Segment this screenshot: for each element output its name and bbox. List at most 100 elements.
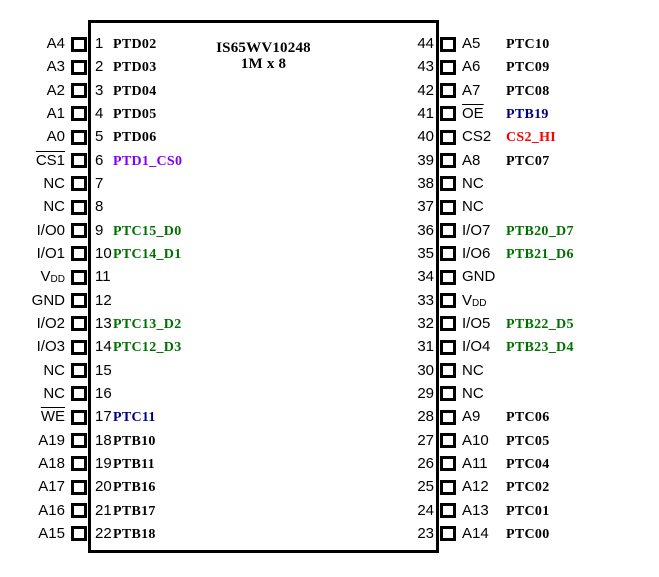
pin-box bbox=[71, 526, 87, 542]
pin-number: 26 bbox=[417, 454, 434, 472]
pin-function-label: PTB20_D7 bbox=[506, 223, 574, 239]
pin-name: A6 bbox=[462, 58, 481, 76]
pin-number: 27 bbox=[417, 431, 434, 449]
pin-number: 11 bbox=[95, 268, 111, 286]
pin-name: A16 bbox=[38, 501, 65, 519]
pin-number: 21 bbox=[95, 501, 112, 519]
pin-box bbox=[71, 199, 87, 215]
pin-number: 10 bbox=[95, 244, 112, 262]
pin-box bbox=[440, 83, 456, 99]
pin-name: A5 bbox=[462, 35, 481, 52]
pin-name: I/O0 bbox=[36, 221, 65, 239]
pin-function-label: PTC02 bbox=[506, 480, 550, 496]
pin-box bbox=[440, 503, 456, 519]
pin-function-label: PTC08 bbox=[506, 83, 550, 99]
pin-name: A13 bbox=[462, 501, 489, 519]
pin-number: 2 bbox=[95, 58, 104, 76]
pin-box bbox=[440, 339, 456, 355]
pin-box bbox=[440, 36, 456, 52]
pin-name: I/O6 bbox=[462, 244, 491, 262]
pin-box bbox=[71, 456, 87, 472]
pin-box bbox=[71, 479, 87, 495]
pin-function-label: PTC06 bbox=[506, 410, 550, 426]
pin-number: 25 bbox=[417, 478, 434, 496]
pin-name: A4 bbox=[46, 35, 65, 52]
pin-number: 13 bbox=[95, 314, 112, 332]
pin-number: 31 bbox=[417, 338, 434, 356]
pin-function-label: PTC10 bbox=[506, 37, 550, 52]
pin-box bbox=[71, 503, 87, 519]
pin-number: 15 bbox=[95, 361, 112, 379]
pin-name: NC bbox=[462, 384, 484, 402]
pin-box bbox=[71, 176, 87, 192]
pin-box bbox=[71, 409, 87, 425]
pin-box bbox=[71, 59, 87, 75]
pin-number: 40 bbox=[417, 128, 434, 146]
pin-box bbox=[440, 409, 456, 425]
pin-name: A9 bbox=[462, 408, 481, 426]
pin-function-label: PTC13_D2 bbox=[113, 316, 182, 332]
pin-box bbox=[71, 153, 87, 169]
pin-function-label: PTB22_D5 bbox=[506, 316, 574, 332]
pin-box bbox=[440, 59, 456, 75]
pin-box bbox=[440, 386, 456, 402]
pin-number: 7 bbox=[95, 174, 104, 192]
pin-number: 24 bbox=[417, 501, 434, 519]
pin-box bbox=[440, 223, 456, 239]
pin-box bbox=[440, 479, 456, 495]
pin-function-label: PTC11 bbox=[113, 410, 156, 426]
pin-name: A14 bbox=[462, 524, 489, 542]
pin-box bbox=[440, 456, 456, 472]
pin-number: 28 bbox=[417, 408, 434, 426]
pin-number: 9 bbox=[95, 221, 104, 239]
pin-function-label: PTB17 bbox=[113, 503, 156, 519]
pin-function-label: PTD05 bbox=[113, 106, 157, 122]
pin-name: GND bbox=[31, 291, 65, 309]
pin-function-label: PTC01 bbox=[506, 503, 550, 519]
pin-function-label: PTB19 bbox=[506, 106, 549, 122]
chip-part-number: IS65WV10248 bbox=[216, 40, 311, 56]
pin-name: A17 bbox=[38, 478, 65, 496]
pin-number: 20 bbox=[95, 478, 112, 496]
pin-box bbox=[71, 106, 87, 122]
pin-number: 6 bbox=[95, 151, 104, 169]
pin-name: NC bbox=[462, 198, 484, 216]
pin-function-label: PTD06 bbox=[113, 130, 157, 146]
pin-number: 18 bbox=[95, 431, 112, 449]
pin-name: A2 bbox=[46, 81, 65, 99]
pin-number: 16 bbox=[95, 384, 112, 402]
pin-function-label: PTD03 bbox=[113, 60, 157, 76]
pin-box bbox=[440, 176, 456, 192]
pin-number: 4 bbox=[95, 104, 104, 122]
pin-name: NC bbox=[462, 174, 484, 192]
pin-name: A8 bbox=[462, 151, 481, 169]
pin-number: 8 bbox=[95, 198, 104, 216]
pin-name: OE bbox=[462, 104, 484, 122]
pin-box bbox=[440, 433, 456, 449]
pin-box bbox=[440, 129, 456, 145]
pin-box bbox=[440, 293, 456, 309]
pin-box bbox=[71, 246, 87, 262]
pin-number: 17 bbox=[95, 408, 112, 426]
pin-number: 38 bbox=[417, 174, 434, 192]
pin-number: 29 bbox=[417, 384, 434, 402]
pin-function-label: PTC12_D3 bbox=[113, 340, 182, 356]
pin-name: CS2 bbox=[462, 128, 492, 146]
pin-name: I/O5 bbox=[462, 314, 491, 332]
pin-name: A10 bbox=[462, 431, 489, 449]
pin-number: 41 bbox=[417, 104, 434, 122]
pin-name: GND bbox=[462, 268, 496, 286]
pin-box bbox=[440, 269, 456, 285]
pin-name: I/O3 bbox=[36, 338, 65, 356]
pin-number: 14 bbox=[95, 338, 112, 356]
pin-name: VDD bbox=[40, 268, 65, 286]
pin-name: A7 bbox=[462, 81, 481, 99]
pin-name: VDD bbox=[462, 291, 487, 309]
pin-number: 43 bbox=[417, 58, 434, 76]
pin-function-label: PTB21_D6 bbox=[506, 246, 574, 262]
pin-box bbox=[440, 363, 456, 379]
pin-name: NC bbox=[43, 384, 65, 402]
pin-name: NC bbox=[43, 174, 65, 192]
pin-name: A19 bbox=[38, 431, 65, 449]
pin-box bbox=[440, 316, 456, 332]
